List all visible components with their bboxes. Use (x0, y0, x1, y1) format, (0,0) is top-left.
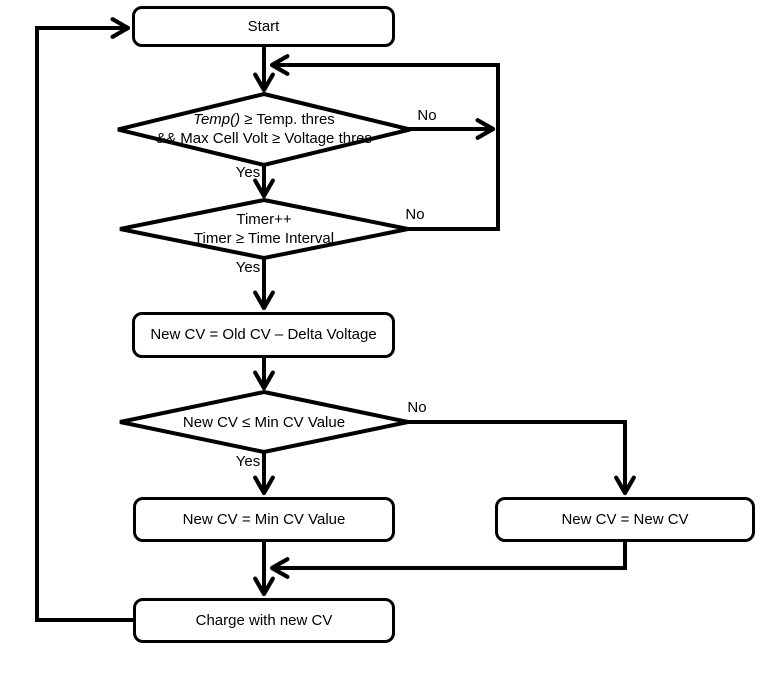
edge-keep-to-merge (269, 542, 627, 579)
node-charge: Charge with new CV (133, 598, 395, 643)
node-new-cv-keep-label: New CV = New CV (561, 510, 689, 528)
edge-label-temp-no: No (417, 107, 437, 124)
node-new-cv-keep: New CV = New CV (495, 497, 755, 542)
edge-label-min-yes: Yes (235, 453, 261, 470)
edge-label-temp-yes: Yes (235, 164, 261, 181)
decision-min-cv-shape (119, 389, 409, 455)
edge-label-timer-yes: Yes (235, 259, 261, 276)
node-new-cv-delta: New CV = Old CV – Delta Voltage (132, 312, 395, 358)
decision-timer-shape (119, 197, 409, 261)
decision-temp-volt-shape (117, 91, 411, 168)
edge-label-min-no: No (407, 399, 427, 416)
node-new-cv-min: New CV = Min CV Value (133, 497, 395, 542)
node-start-label: Start (247, 17, 280, 35)
node-new-cv-delta-label: New CV = Old CV – Delta Voltage (150, 326, 377, 343)
edge-loop-charge-to-start (35, 17, 133, 622)
node-new-cv-min-label: New CV = Min CV Value (182, 510, 346, 528)
edge-decision-timer-no-loop (269, 54, 500, 231)
edge-label-timer-no: No (405, 206, 425, 223)
edge-decision-min-no (408, 420, 636, 496)
node-start: Start (132, 6, 395, 47)
node-charge-label: Charge with new CV (195, 611, 333, 629)
